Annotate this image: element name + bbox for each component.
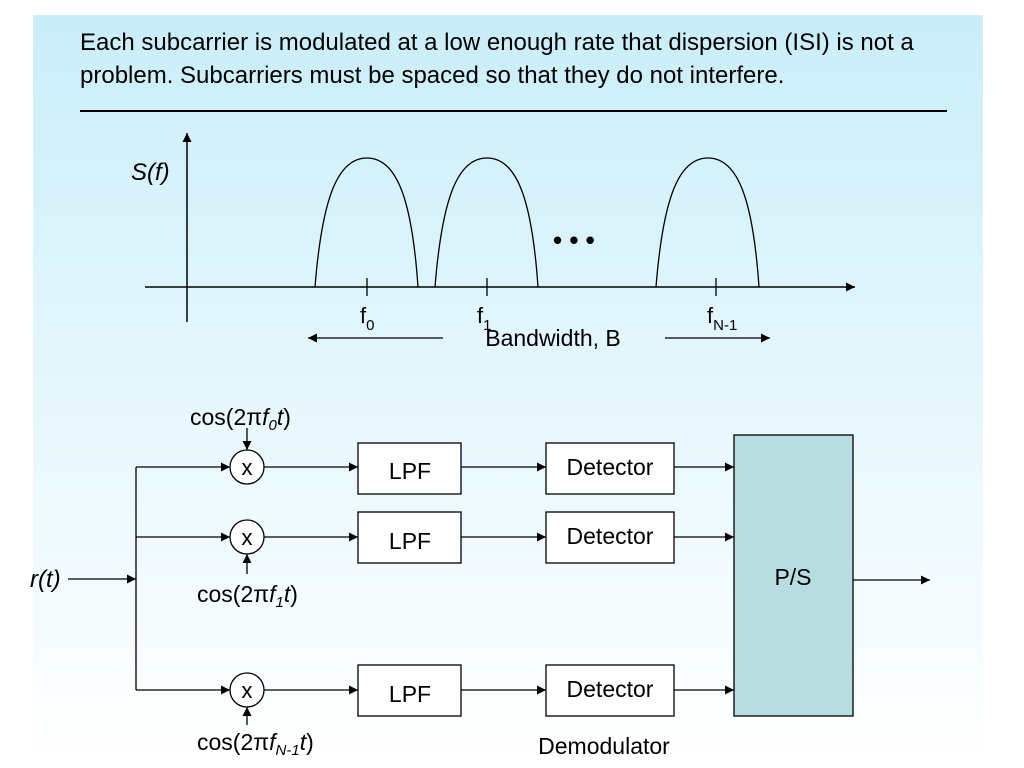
branch-0: x cos(2πf0t) LPF Detector [136, 404, 734, 495]
branch-n-1-osc-t: t [300, 729, 308, 755]
branch-0-detector-box [545, 442, 675, 495]
carrier-label-1-sub: 1 [483, 317, 491, 334]
branch-1-osc-sub: 1 [276, 594, 284, 611]
branch-n-1-mixer-symbol: x [242, 678, 253, 703]
branch-n-1-osc-close: ) [306, 729, 314, 755]
branch-0-osc-prefix: cos(2 [190, 404, 246, 430]
demodulator-diagram: r(t) x cos(2πf0t) LPF Detector [30, 404, 930, 759]
branch-0-osc-sub: 0 [269, 417, 278, 434]
branch-0-detector-label: Detector [567, 454, 654, 480]
branch-n-1-lpf-label: LPF [389, 681, 431, 707]
carrier-label-0-base: f [360, 303, 367, 328]
branch-0-osc-label: cos(2πf0t) [190, 404, 291, 434]
branch-n-1-osc-f: f [269, 729, 278, 755]
branch-n-1-detector-box [545, 664, 675, 717]
carrier-label-1-base: f [477, 303, 484, 328]
bandwidth-label: Bandwidth, B [485, 325, 621, 351]
carrier-label-n-1-base: f [707, 303, 714, 328]
demodulator-caption: Demodulator [538, 733, 670, 759]
branch-1-osc-label: cos(2πf1t) [197, 581, 298, 611]
branch-n-1-detector-label: Detector [567, 676, 654, 702]
carrier-label-n-1: fN-1 [707, 303, 737, 334]
branch-n-1-osc-prefix: cos(2 [197, 729, 253, 755]
branch-1-osc-pi: π [253, 581, 269, 607]
branch-1-lpf-box [357, 511, 462, 564]
subcarrier-lobe-n-1 [655, 157, 760, 288]
carrier-label-n-1-sub: N-1 [713, 317, 737, 334]
ps-box [733, 434, 854, 717]
branch-0-osc-f: f [262, 404, 271, 430]
branch-1-osc-close: ) [290, 581, 298, 607]
carrier-label-0: f0 [360, 303, 374, 334]
branch-1-detector-box [545, 511, 675, 564]
branch-1-osc-t: t [284, 581, 292, 607]
carrier-label-1: f1 [477, 303, 491, 334]
branch-1: x cos(2πf1t) LPF Detector [136, 511, 734, 611]
branch-1-osc-f: f [269, 581, 278, 607]
branch-1-detector-label: Detector [567, 523, 654, 549]
spectrum-axis-label: S(f) [131, 159, 170, 186]
branch-0-osc-close: ) [283, 404, 291, 430]
intro-paragraph: Each subcarrier is modulated at a low en… [80, 29, 914, 89]
branch-0-osc-pi: π [246, 404, 262, 430]
subcarrier-lobe-0 [314, 157, 419, 288]
input-label: r(t) [30, 566, 61, 593]
subcarrier-lobe-1 [434, 157, 539, 288]
branch-1-mixer-symbol: x [242, 525, 253, 550]
branch-n-1-osc-pi: π [253, 729, 269, 755]
ellipsis-dots: • • • [553, 225, 595, 255]
branch-0-lpf-label: LPF [389, 458, 431, 484]
ps-label: P/S [774, 564, 811, 590]
branch-1-lpf-label: LPF [389, 528, 431, 554]
branch-0-osc-t: t [277, 404, 285, 430]
branch-n-1-osc-label: cos(2πfN-1t) [197, 729, 314, 759]
branch-1-osc-prefix: cos(2 [197, 581, 253, 607]
branch-0-lpf-box [357, 442, 462, 495]
branch-0-mixer-symbol: x [242, 455, 253, 480]
carrier-label-0-sub: 0 [366, 317, 374, 334]
spectrum-plot: S(f) • • • f0 f1 fN-1 Bandwidth, B [131, 133, 855, 351]
branch-n-1: x cos(2πfN-1t) LPF Detector [136, 664, 734, 759]
branch-n-1-osc-sub: N-1 [276, 742, 300, 759]
